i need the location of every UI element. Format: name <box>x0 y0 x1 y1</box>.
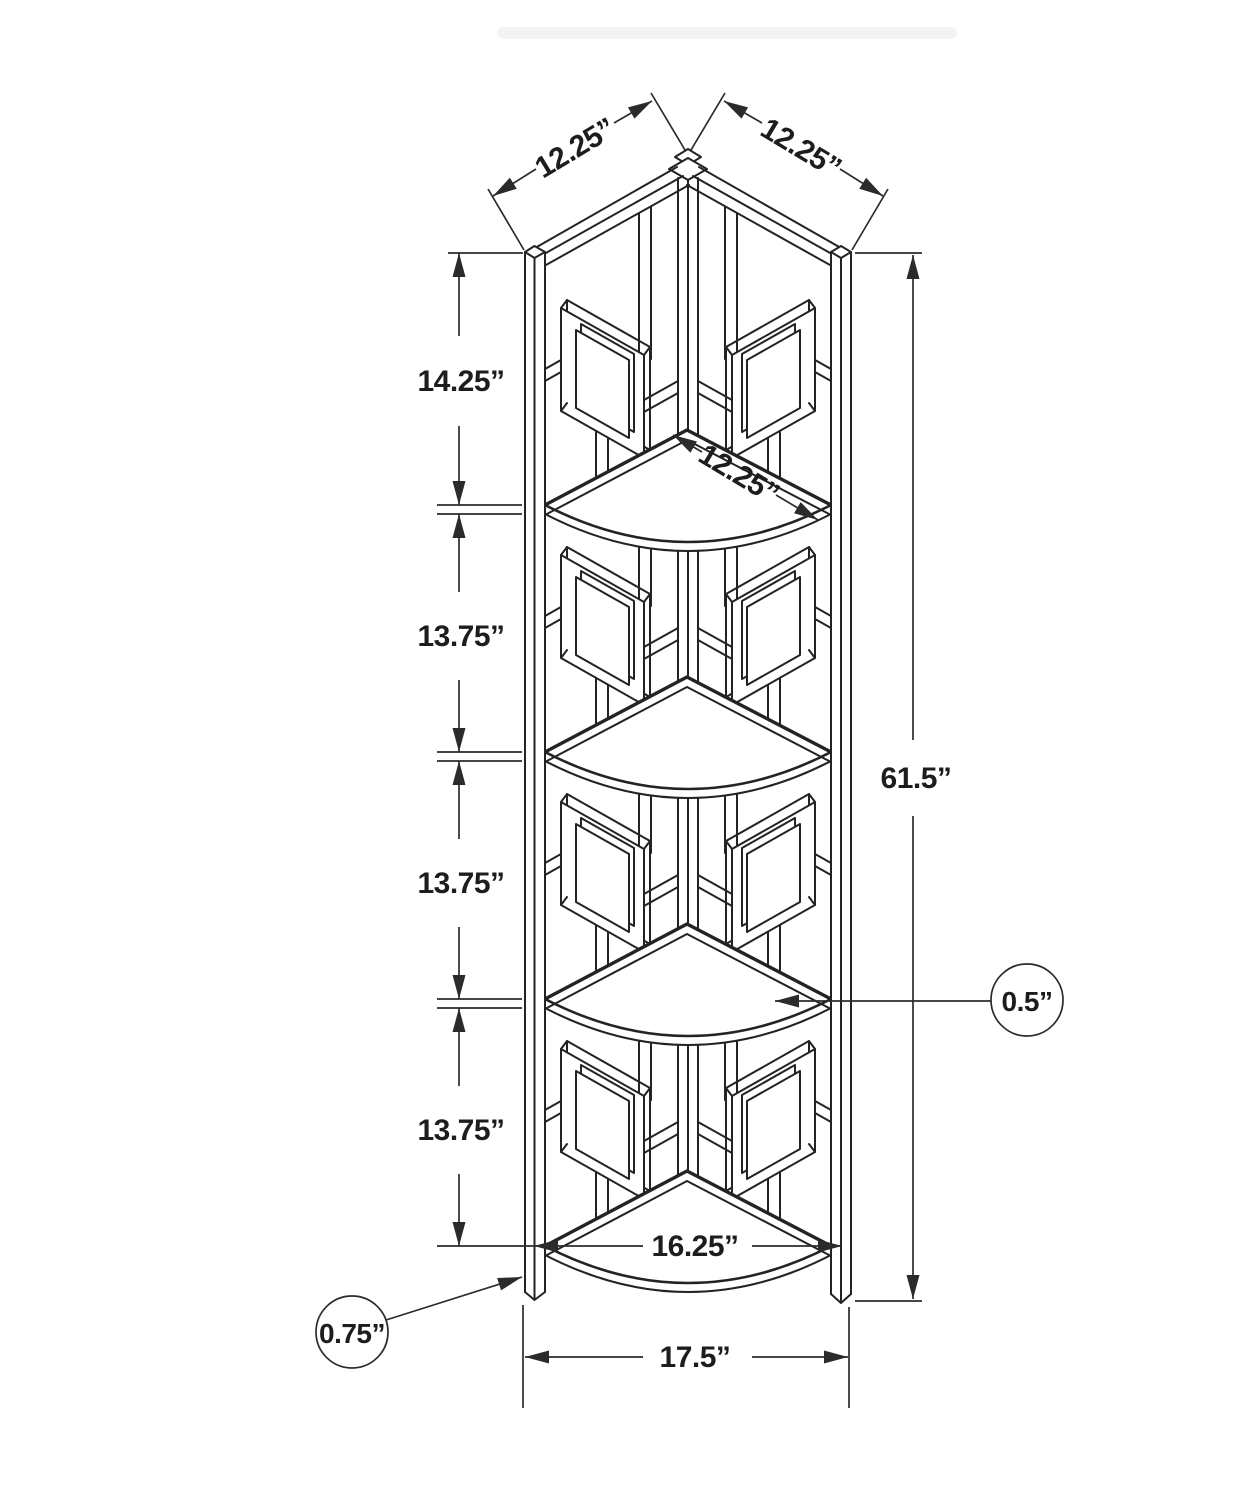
label-base-inner-width: 16.25” <box>651 1230 738 1263</box>
label-leg-width: 0.75” <box>319 1318 385 1349</box>
callout-shelf-thickness <box>775 963 1064 1037</box>
dim-base-inner-width <box>437 1239 842 1253</box>
label-top-left-width: 12.25” <box>529 112 621 185</box>
dim-top-right-width <box>690 92 889 251</box>
label-base-outer-width: 17.5” <box>660 1341 731 1374</box>
dim-overall-height <box>855 252 922 1302</box>
dim-left-heights <box>437 252 523 1246</box>
scan-artifact <box>497 27 957 39</box>
top-rails <box>527 166 849 266</box>
dim-top-left-width <box>487 92 686 251</box>
dim-shelf-depth <box>672 434 819 521</box>
label-top-section-height: 14.25” <box>417 365 504 398</box>
label-section2-height: 13.75” <box>417 620 504 653</box>
right-post <box>830 245 852 1304</box>
label-overall-height: 61.5” <box>881 762 952 795</box>
label-shelf-thickness: 0.5” <box>1002 986 1053 1017</box>
label-section4-height: 13.75” <box>417 1114 504 1147</box>
label-section3-height: 13.75” <box>417 867 504 900</box>
dim-base-outer-width <box>522 1305 850 1408</box>
label-top-right-width: 12.25” <box>755 112 847 185</box>
callout-leg-width <box>315 1276 523 1369</box>
bookcase-drawing <box>523 148 852 1304</box>
left-post <box>523 245 546 1301</box>
dimension-lines <box>315 92 1064 1408</box>
